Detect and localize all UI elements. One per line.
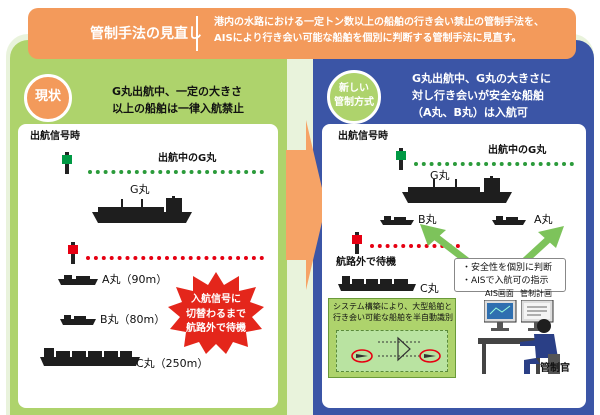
current-b-ship-icon — [60, 315, 96, 325]
new-g-ship-label: G丸 — [430, 169, 450, 182]
new-summary-line2: 対し行き会いが安全な船舶 — [412, 89, 544, 103]
current-alert-burst — [168, 272, 264, 354]
current-g-ship-icon — [92, 196, 192, 223]
new-system-targets-icon — [351, 336, 441, 363]
transition-arrow — [286, 120, 326, 290]
header-description-line1: 港内の水路における一定トン数以上の船舶の行き会い禁止の管制手法を、 — [214, 17, 544, 28]
current-c-ship-icon — [40, 348, 140, 366]
current-alert-line3: 航路外で待機 — [186, 323, 246, 334]
new-a-ship-icon — [492, 216, 526, 225]
current-summary: G丸出航中、一定の大きさ 以上の船舶は一律入航禁止 — [112, 83, 244, 117]
current-summary-line1: G丸出航中、一定の大きさ — [112, 85, 243, 98]
header-description: 港内の水路における一定トン数以上の船舶の行き会い禁止の管制手法を、 AISにより… — [214, 15, 544, 46]
new-summary-line1: G丸出航中、G丸の大きさに — [412, 72, 552, 85]
new-controller-icon — [478, 319, 560, 374]
current-departing-label: 出航中のG丸 — [158, 153, 217, 164]
current-badge-label: 現状 — [34, 89, 61, 104]
new-summary-line3: （A丸、B丸）は入航可 — [412, 106, 528, 120]
current-red-signal-icon — [68, 242, 78, 264]
new-badge-text: 新しい 管制方式 — [327, 82, 381, 110]
new-controller-label: 管制官 — [540, 363, 570, 374]
new-control-plan-label: 管制計画 — [520, 289, 552, 298]
new-plan-monitor-icon — [521, 300, 554, 331]
current-c-ship-label: C丸（250m） — [136, 357, 209, 370]
new-summary: G丸出航中、G丸の大きさに 対し行き会いが安全な船舶 （A丸、B丸）は入航可 — [412, 70, 551, 121]
new-system-line1: システム構築により、大型船舶と — [333, 302, 453, 311]
header-title: 管制手法の見直し — [90, 26, 202, 42]
header-description-line2: AISにより行き会い可能な船舶を個別に判断する管制手法に見直す。 — [214, 32, 522, 44]
new-ais-monitor-icon — [484, 300, 517, 331]
new-judge-line2: ・AISで入航可の指示 — [462, 276, 549, 287]
current-a-ship-icon — [58, 275, 98, 285]
current-signal-label: 出航信号時 — [30, 131, 80, 142]
current-b-ship-label: B丸（80m） — [100, 313, 166, 326]
current-alert-line1: 入航信号に — [191, 294, 241, 305]
new-judge-line1: ・安全性を個別に判断 — [462, 263, 553, 273]
header-banner — [28, 8, 576, 59]
new-a-ship-label: A丸 — [534, 213, 553, 226]
new-green-signal-icon — [396, 148, 406, 170]
new-badge-line2: 管制方式 — [334, 97, 374, 108]
new-departing-label: 出航中のG丸 — [488, 145, 547, 156]
new-waiting-label: 航路外で待機 — [336, 257, 396, 268]
new-red-signal-icon — [352, 232, 362, 254]
new-badge-line1: 新しい — [339, 83, 369, 94]
new-judge-box — [454, 258, 566, 292]
current-green-signal-icon — [62, 152, 72, 174]
current-red-dotted-line — [86, 256, 264, 260]
new-green-dotted-line — [414, 162, 574, 166]
new-badge — [327, 70, 381, 124]
new-judge-text: ・安全性を個別に判断 ・AISで入航可の指示 — [462, 262, 552, 288]
current-alert-text: 入航信号に 切替わるまで 航路外で待機 — [168, 293, 264, 337]
current-badge — [24, 74, 72, 122]
new-signal-label: 出航信号時 — [338, 131, 388, 142]
new-ais-screen-label: AIS画面 — [485, 289, 514, 298]
new-system-line2: 行き会い可能な船舶を半自動識別 — [333, 313, 453, 323]
new-b-ship-label: B丸 — [418, 213, 437, 226]
current-g-ship-label: G丸 — [130, 183, 150, 196]
new-red-dotted-line — [370, 244, 460, 248]
header-divider — [196, 16, 198, 51]
current-alert-line2: 切替わるまで — [186, 308, 246, 320]
new-g-ship-icon — [402, 176, 512, 203]
current-summary-line2: 以上の船舶は一律入航禁止 — [112, 102, 244, 116]
current-green-dotted-line — [88, 170, 264, 174]
current-a-ship-label: A丸（90m） — [102, 273, 168, 286]
new-c-ship-icon — [338, 276, 416, 291]
new-system-text: システム構築により、大型船舶と 行き会い可能な船舶を半自動識別 — [333, 301, 453, 323]
new-b-ship-icon — [380, 216, 414, 225]
new-c-ship-label: C丸 — [420, 282, 439, 295]
